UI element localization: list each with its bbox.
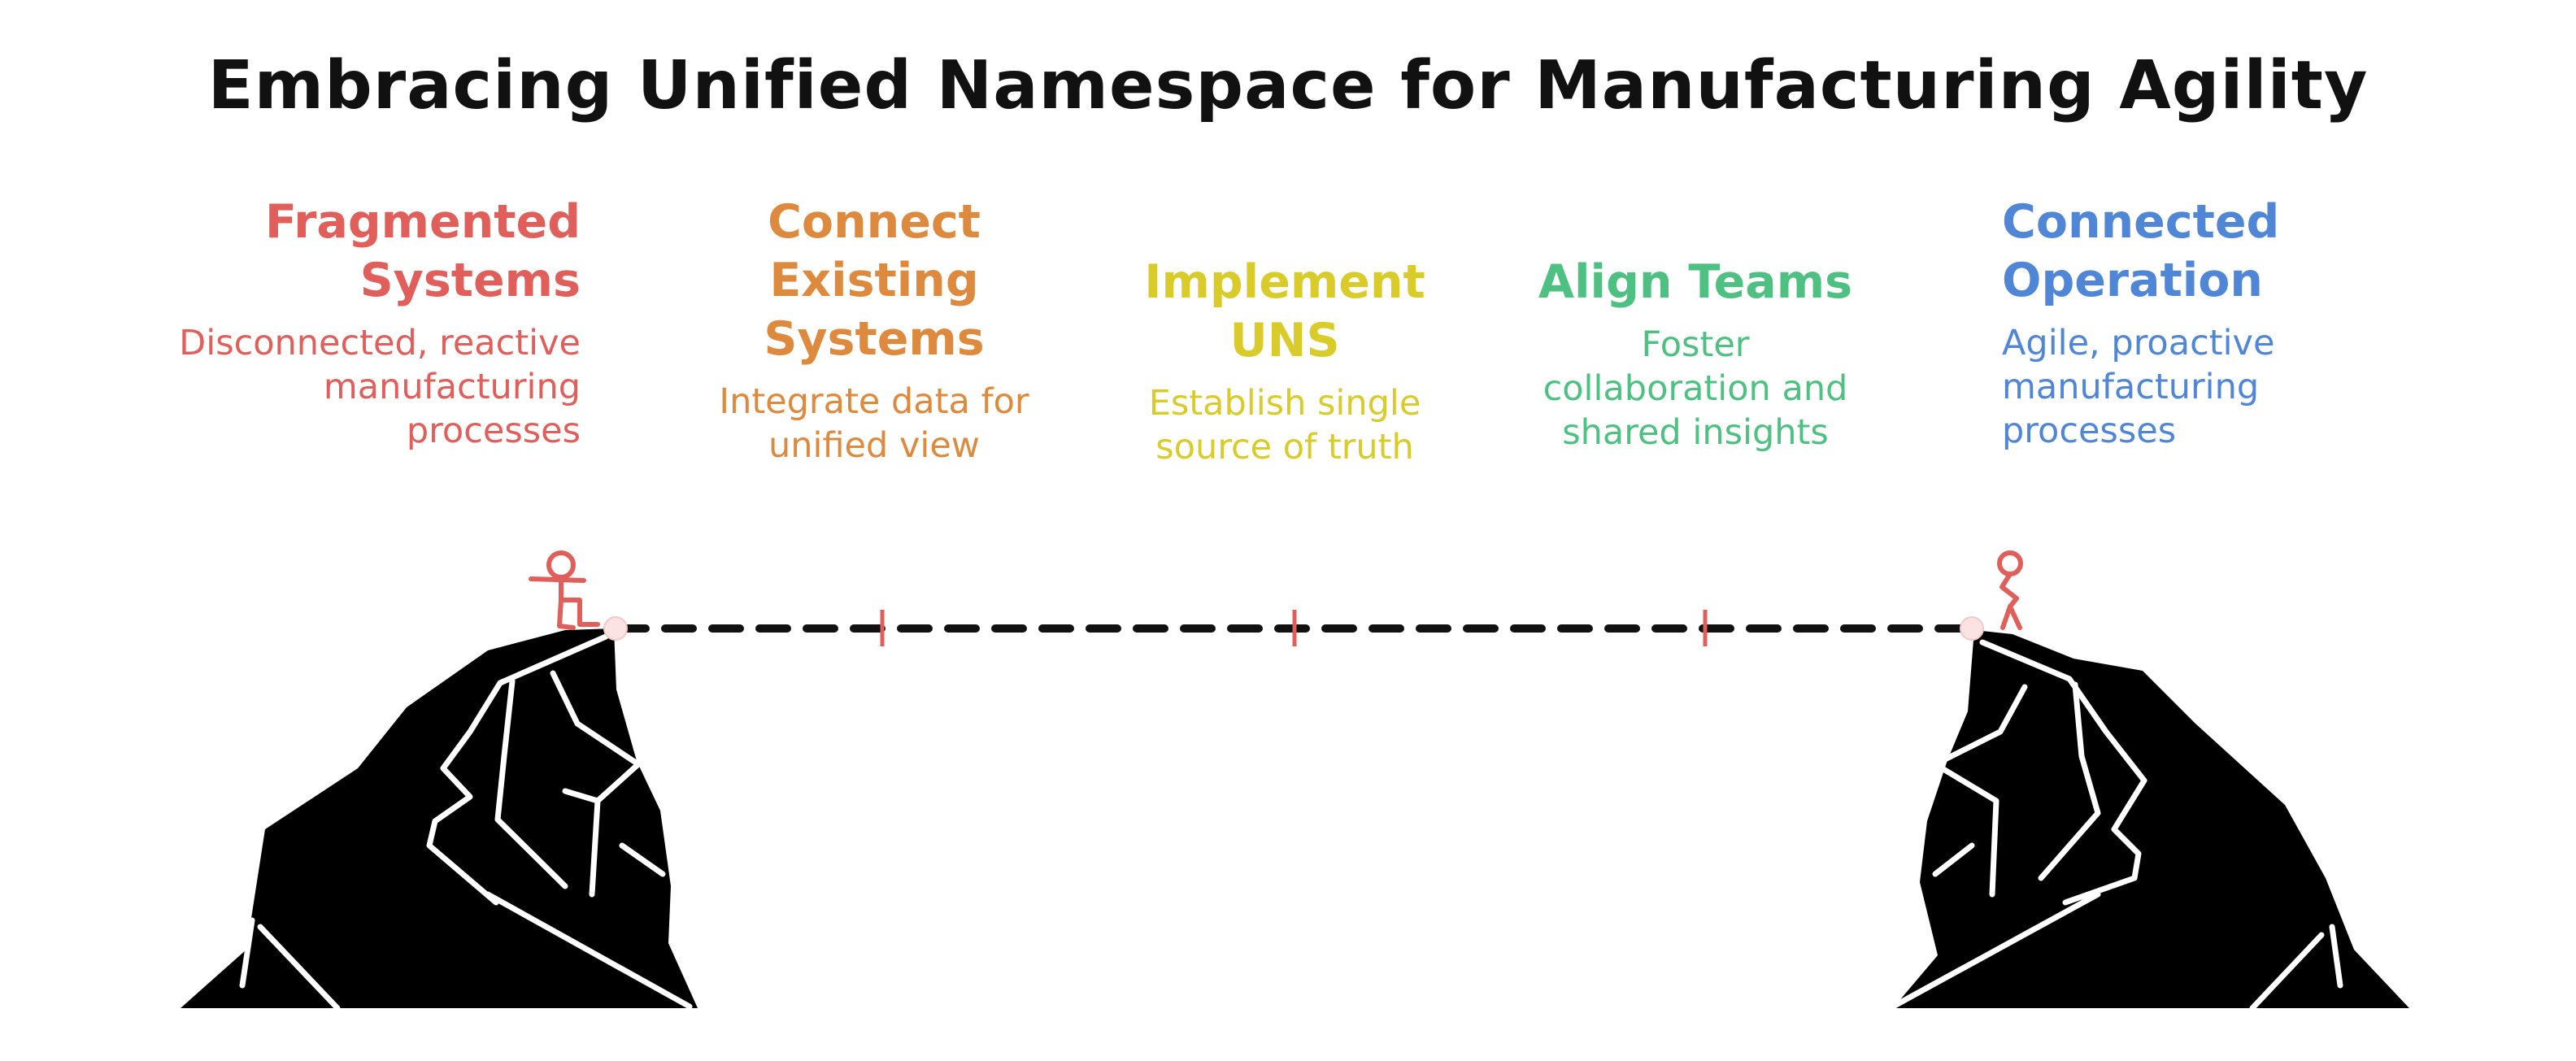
step-description-line: manufacturing [323,367,581,407]
step-heading-line: Align Teams [1538,255,1853,309]
step-description-line: Establish single [1148,383,1421,424]
step-heading: Align Teams [1468,253,1923,311]
step-description-line: manufacturing [2002,367,2260,407]
cliff-icon [1890,630,2409,1011]
step-description: Disconnected, reactive manufacturing pro… [114,321,581,453]
step-description-line: processes [406,411,581,451]
step-description-line: collaboration and [1543,368,1848,409]
step-heading-line: Operation [2002,254,2264,307]
step-heading-line: UNS [1229,314,1340,367]
step-description-line: Agile, proactive [2002,323,2275,363]
step-heading-line: Connected [2002,195,2280,249]
step-description-line: processes [2002,411,2177,451]
step-description-line: shared insights [1562,412,1829,453]
step-heading-line: Systems [764,312,985,366]
page-title: Embracing Unified Namespace for Manufact… [207,47,2369,124]
step-heading: Connect Existing Systems [651,193,1098,368]
step-connect-existing-systems: Connect Existing Systems Integrate data … [651,193,1098,467]
stick-figure-standing-icon [1997,550,2023,630]
step-heading-line: Fragmented [264,195,581,249]
step-description: Agile, proactive manufacturing processes [2002,321,2457,453]
step-fragmented-systems: Fragmented Systems Disconnected, reactiv… [114,193,581,453]
step-description-line: source of truth [1155,427,1414,467]
step-heading-line: Implement [1144,255,1425,309]
step-description-line: Integrate data for [719,381,1029,422]
step-connected-operation: Connected Operation Agile, proactive man… [2002,193,2457,453]
step-heading-line: Connect [768,195,981,249]
step-description: Establish single source of truth [1065,381,1504,469]
step-description: Foster collaboration and shared insights [1468,323,1923,454]
step-description-line: Disconnected, reactive [179,323,581,363]
step-heading-line: Existing [769,254,979,307]
stick-figure-walking-icon [529,550,600,630]
cliff-icon [181,628,698,1011]
step-align-teams: Align Teams Foster collaboration and sha… [1468,253,1923,454]
step-description-line: Foster [1641,324,1750,365]
step-heading: Fragmented Systems [114,193,581,310]
step-heading: Implement UNS [1065,253,1504,370]
step-heading: Connected Operation [2002,193,2457,310]
dashed-rope-bridge [603,610,1984,646]
step-description-line: unified view [768,425,980,466]
step-heading-line: Systems [359,254,581,307]
step-description: Integrate data for unified view [651,380,1098,467]
step-implement-uns: Implement UNS Establish single source of… [1065,253,1504,469]
